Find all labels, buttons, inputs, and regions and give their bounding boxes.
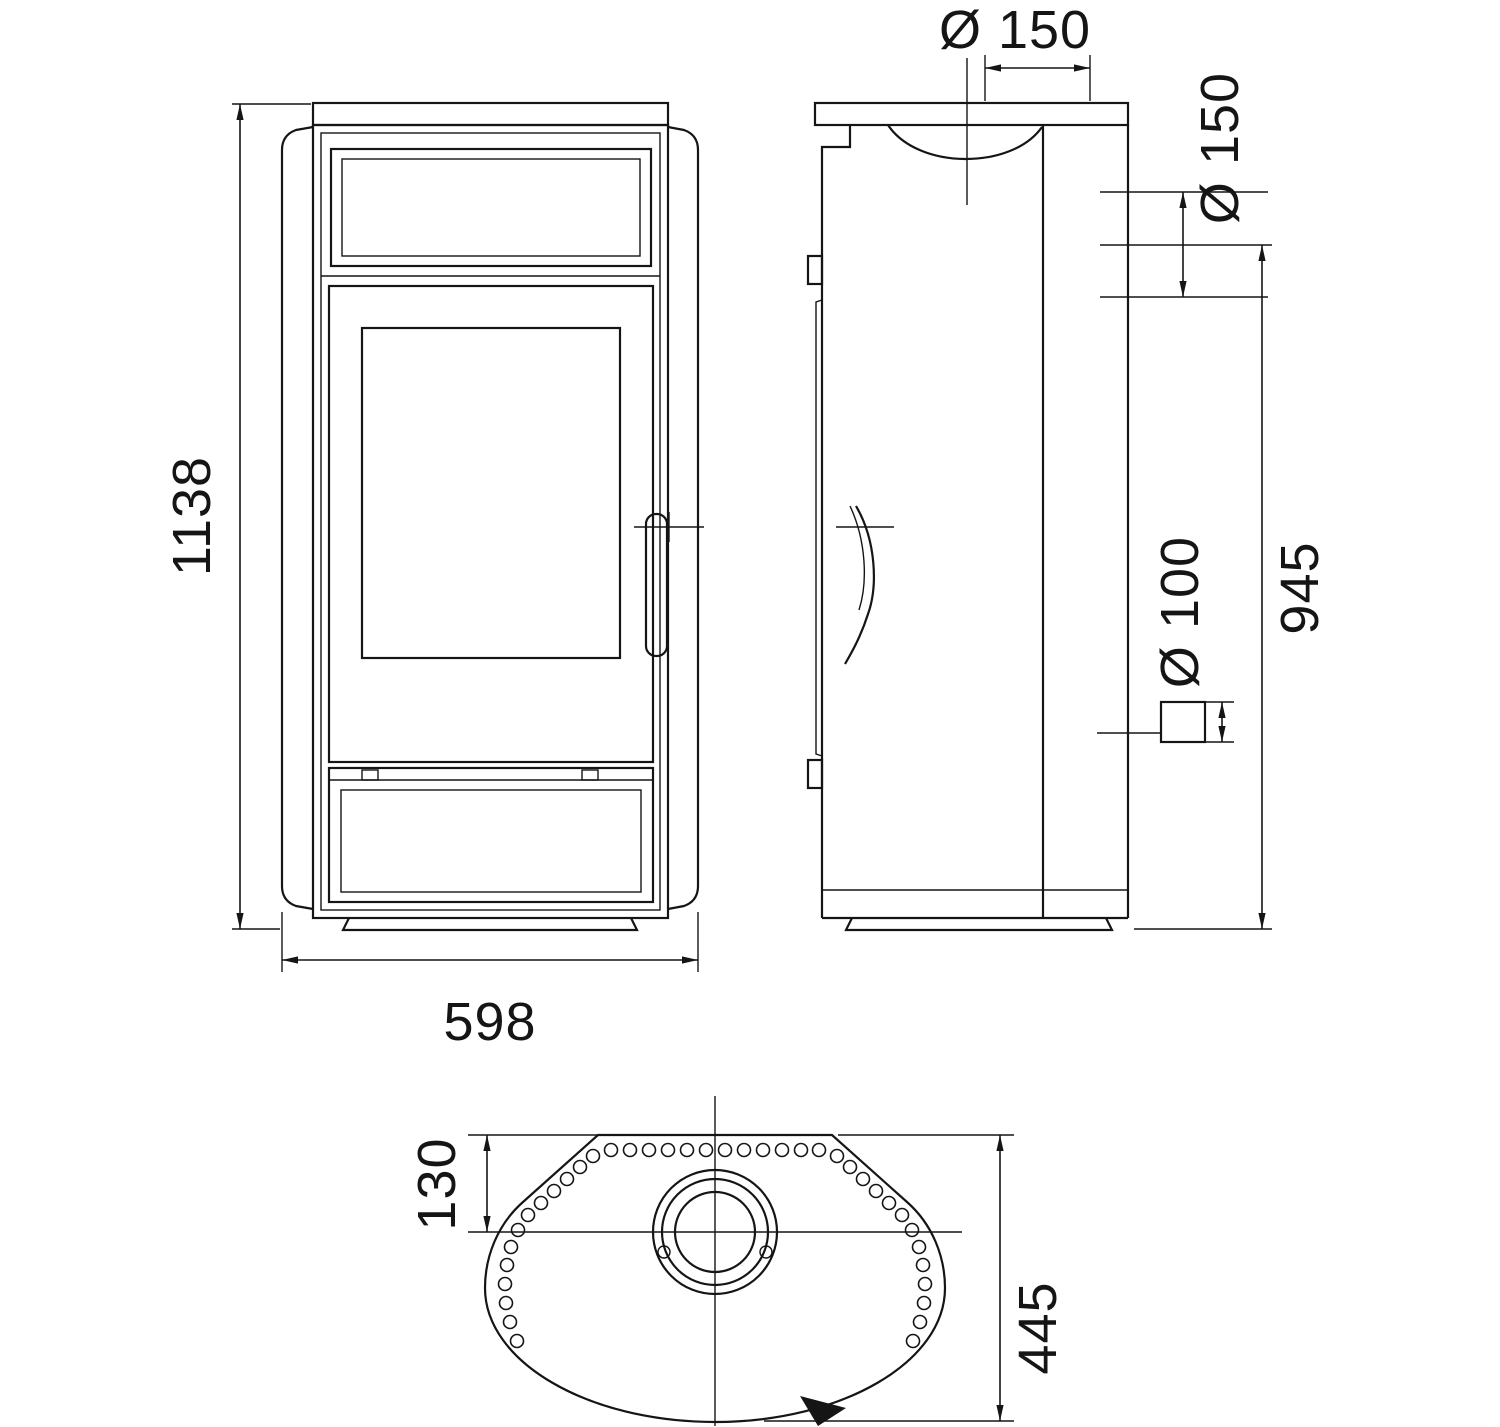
height-dimension-label: 1138 bbox=[162, 456, 222, 576]
vent-hole bbox=[499, 1257, 515, 1273]
flue-middle-circle bbox=[660, 1177, 770, 1287]
flue-inner-circle bbox=[673, 1190, 757, 1274]
base-plinth bbox=[341, 917, 639, 932]
drawer-front bbox=[340, 789, 642, 893]
vent-hole bbox=[520, 1207, 536, 1223]
drawer-tab bbox=[361, 769, 379, 781]
top-plate bbox=[311, 101, 670, 127]
vent-hole bbox=[717, 1142, 733, 1158]
door-profile bbox=[815, 299, 823, 757]
vent-hole bbox=[546, 1183, 562, 1199]
flue-screw bbox=[759, 1245, 773, 1259]
door-handle bbox=[644, 512, 669, 658]
dimension-air-inlet: Ø 100 bbox=[1097, 536, 1234, 744]
upper-window-glass bbox=[341, 158, 641, 257]
vent-hole bbox=[881, 1195, 897, 1211]
vent-hole bbox=[829, 1148, 845, 1164]
drawer-tab bbox=[581, 769, 599, 781]
rear-flue-diameter-label: Ø 150 bbox=[1190, 72, 1250, 224]
vent-hole bbox=[917, 1276, 933, 1292]
dimension-flue-offset: 130 bbox=[407, 1134, 597, 1232]
vent-hole bbox=[774, 1142, 790, 1158]
vent-hole bbox=[503, 1239, 519, 1255]
dimension-depth: 445 bbox=[764, 1134, 1068, 1422]
vent-hole bbox=[641, 1142, 657, 1158]
dimension-width: 598 bbox=[281, 912, 699, 1052]
vent-hole bbox=[793, 1142, 809, 1158]
lower-trim-ledge bbox=[806, 758, 824, 790]
flue-screw bbox=[657, 1245, 671, 1259]
vent-hole bbox=[736, 1142, 752, 1158]
top-view: 130 445 bbox=[407, 1096, 1068, 1426]
base-plinth-side bbox=[844, 917, 1114, 932]
wood-drawer bbox=[327, 766, 655, 904]
section-mark bbox=[800, 1396, 846, 1426]
vent-hole bbox=[585, 1148, 601, 1164]
vent-hole bbox=[912, 1314, 928, 1330]
vent-hole bbox=[559, 1171, 575, 1187]
flue-outer-circle bbox=[651, 1168, 779, 1296]
top-view-outline bbox=[483, 1133, 947, 1424]
left-side-panel bbox=[280, 125, 314, 911]
flue-collar bbox=[651, 1168, 779, 1296]
vent-holes bbox=[497, 1142, 933, 1349]
flue-offset-label: 130 bbox=[407, 1137, 467, 1230]
vent-hole bbox=[894, 1207, 910, 1223]
vent-hole bbox=[811, 1142, 827, 1158]
vent-hole bbox=[868, 1183, 884, 1199]
top-plate-side bbox=[813, 101, 1130, 127]
dimension-height: 1138 bbox=[162, 103, 311, 930]
dimension-rear-flue: Ø 150 bbox=[1100, 72, 1272, 298]
rear-flue-height-label: 945 bbox=[1270, 541, 1330, 634]
vent-hole bbox=[660, 1142, 676, 1158]
width-dimension-label: 598 bbox=[443, 992, 536, 1052]
vent-hole bbox=[911, 1239, 927, 1255]
vent-hole bbox=[498, 1295, 514, 1311]
depth-label: 445 bbox=[1008, 1281, 1068, 1374]
upper-window-frame bbox=[329, 147, 653, 268]
vent-hole bbox=[510, 1222, 526, 1238]
vent-hole bbox=[755, 1142, 771, 1158]
upper-trim-ledge bbox=[806, 254, 824, 286]
dimension-top-flue: Ø 150 bbox=[939, 0, 1091, 101]
vent-hole bbox=[904, 1222, 920, 1238]
body-inner-frame bbox=[320, 132, 661, 911]
top-flue-diameter-label: Ø 150 bbox=[939, 0, 1091, 60]
vent-hole bbox=[915, 1257, 931, 1273]
door-handle-side-inner bbox=[849, 505, 866, 611]
vent-hole bbox=[622, 1142, 638, 1158]
vent-hole bbox=[855, 1171, 871, 1187]
vent-hole bbox=[603, 1142, 619, 1158]
vent-hole bbox=[679, 1142, 695, 1158]
body-outline bbox=[311, 123, 670, 920]
front-face-profile bbox=[820, 125, 852, 918]
body-top-curve bbox=[887, 124, 1043, 161]
door-handle-side bbox=[844, 505, 875, 665]
vent-hole bbox=[509, 1333, 525, 1349]
vent-hole bbox=[905, 1333, 921, 1349]
air-inlet-spigot bbox=[1159, 700, 1207, 744]
vent-hole bbox=[916, 1295, 932, 1311]
vent-hole bbox=[842, 1159, 858, 1175]
door-glass bbox=[360, 326, 622, 660]
vent-hole bbox=[497, 1276, 513, 1292]
vent-hole bbox=[572, 1159, 588, 1175]
vent-hole bbox=[502, 1314, 518, 1330]
vent-hole bbox=[698, 1142, 714, 1158]
door-frame bbox=[327, 284, 655, 764]
vent-hole bbox=[533, 1195, 549, 1211]
front-view: 1138 598 bbox=[162, 101, 704, 1052]
air-inlet-diameter-label: Ø 100 bbox=[1150, 536, 1210, 688]
right-side-panel bbox=[667, 125, 700, 911]
dimension-rear-flue-height: 945 bbox=[1134, 245, 1330, 930]
side-view: Ø 150 Ø 150 945 Ø 100 bbox=[806, 0, 1330, 932]
